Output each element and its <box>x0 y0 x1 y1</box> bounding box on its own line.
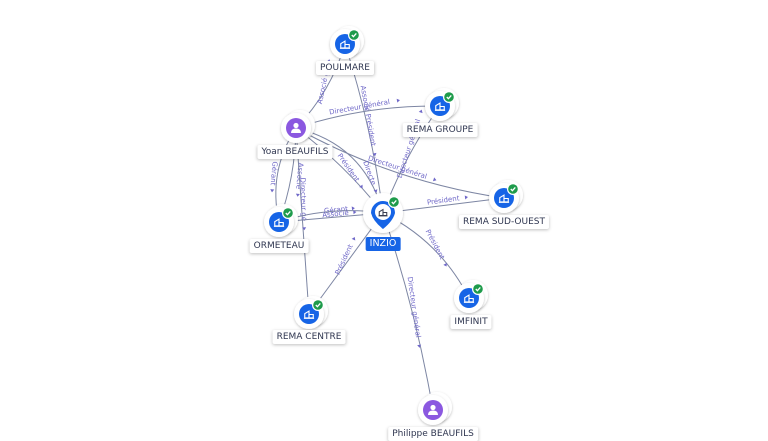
edge-arrow <box>270 189 275 193</box>
edge-label: Président <box>426 194 460 207</box>
verified-check-icon <box>282 207 294 219</box>
company-node-rema-centre[interactable] <box>294 296 328 329</box>
person-icon <box>428 404 438 415</box>
edge-label: Gérant <box>269 161 279 186</box>
edge-arrow <box>432 177 437 182</box>
edge-arrow <box>302 227 307 231</box>
edge-arrow <box>443 262 447 267</box>
person-icon <box>291 122 301 133</box>
edge-arrow <box>396 98 400 103</box>
verified-check-icon <box>472 283 484 295</box>
person-node-yoan[interactable] <box>281 110 315 143</box>
edge-arrow <box>351 236 356 241</box>
verified-check-icon <box>348 29 360 41</box>
verified-check-icon <box>388 196 400 208</box>
edge-arrow <box>359 184 363 189</box>
verified-check-icon <box>443 91 455 103</box>
edge-arrow <box>351 206 355 211</box>
edge-arrow <box>373 189 378 193</box>
building-icon <box>378 208 388 217</box>
edge-label: Président <box>424 228 447 261</box>
node-label[interactable]: Yoan BEAUFILS <box>257 145 333 159</box>
company-node-ormeteau[interactable] <box>264 204 298 237</box>
edge-arrow <box>464 195 468 200</box>
building-icon <box>339 40 351 49</box>
node-label[interactable]: IMFINIT <box>450 315 492 329</box>
verified-check-icon <box>507 183 519 195</box>
edge-label: Associé <box>322 209 349 220</box>
edge-label: Directeur général <box>329 98 391 117</box>
company-node-rema-sud-ouest[interactable] <box>489 180 523 213</box>
center-company-node[interactable] <box>363 193 403 233</box>
verified-check-icon <box>312 299 324 311</box>
edge-arrow <box>295 193 300 197</box>
edge-line <box>295 127 505 199</box>
edge-label: Président <box>334 243 355 276</box>
building-icon <box>303 310 315 319</box>
edge-label: Président <box>336 152 361 184</box>
edge-label: Gérant <box>324 205 349 215</box>
company-node-rema-groupe[interactable] <box>425 88 459 121</box>
edge-label: Directeur gé <box>298 177 308 221</box>
building-icon <box>434 102 446 111</box>
edge-label: Associé Président <box>359 85 378 147</box>
center-node-label[interactable]: INZIO <box>365 237 401 251</box>
node-label[interactable]: REMA GROUPE <box>402 123 478 137</box>
person-node-philippe[interactable] <box>418 392 452 425</box>
building-icon <box>273 218 285 227</box>
building-icon <box>463 294 475 303</box>
edge-line <box>382 212 434 411</box>
edge-arrow <box>353 210 357 215</box>
node-label[interactable]: REMA SUD-OUEST <box>458 215 550 229</box>
edge-arrow <box>417 344 422 348</box>
node-label[interactable]: ORMETEAU <box>249 239 309 253</box>
building-icon <box>498 194 510 203</box>
edge-label: Directeur général <box>406 276 422 338</box>
node-label[interactable]: REMA CENTRE <box>272 330 346 344</box>
edge-arrow <box>372 152 377 157</box>
edge-arrow <box>418 109 423 114</box>
company-node-imfinit[interactable] <box>454 280 488 313</box>
company-node-poulmare[interactable] <box>330 26 364 59</box>
node-label[interactable]: Philippe BEAUFILS <box>388 427 478 441</box>
node-label[interactable]: POULMARE <box>316 61 374 75</box>
